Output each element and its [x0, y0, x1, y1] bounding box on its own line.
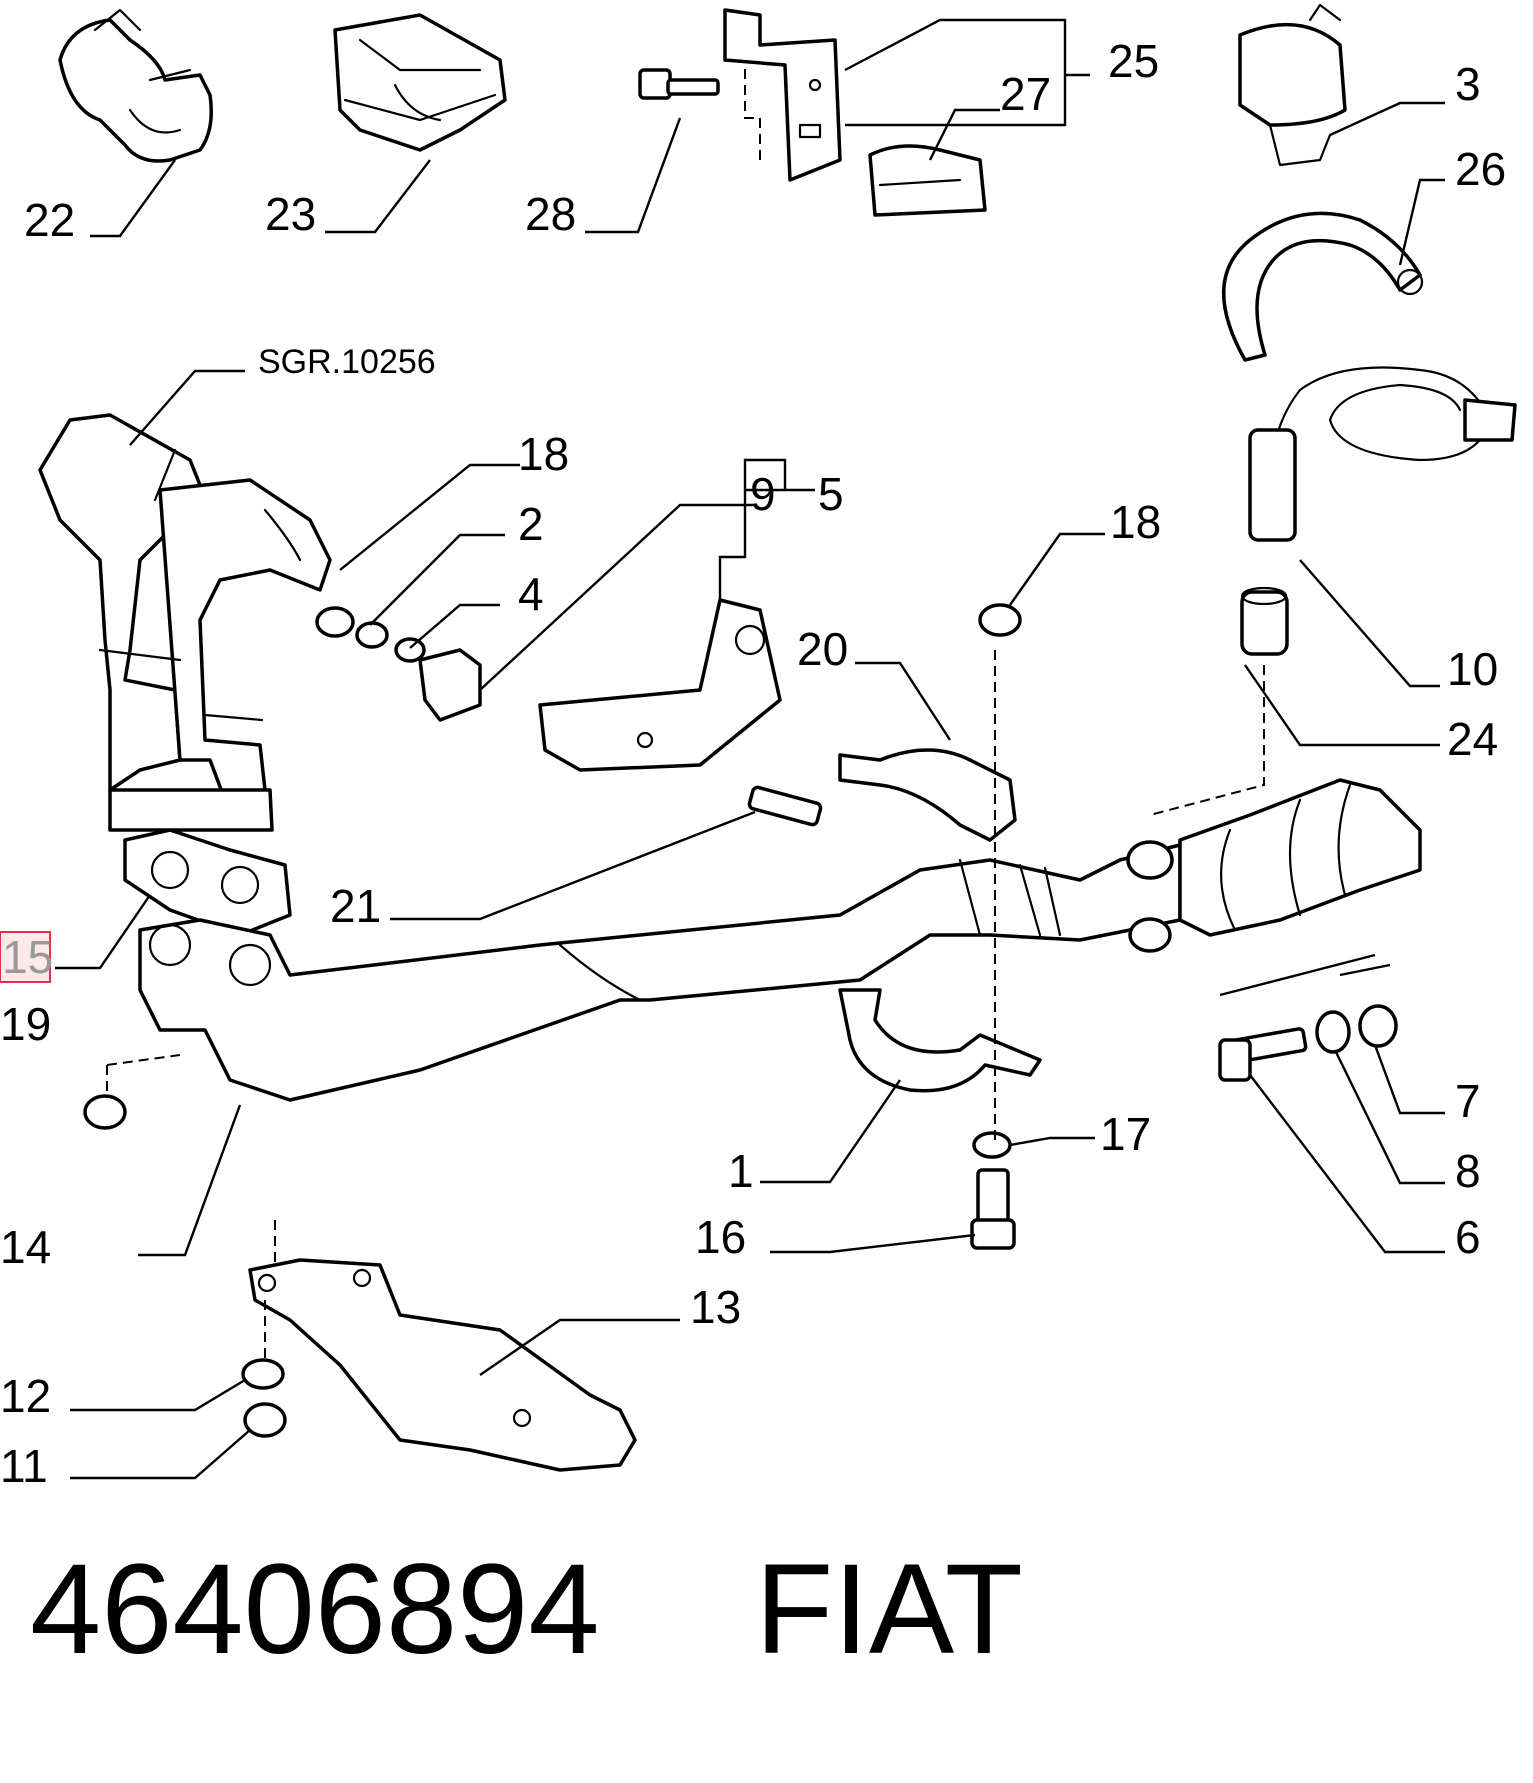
callout-24: 24 [1447, 713, 1498, 765]
part-9-small-bracket [418, 648, 482, 722]
callout-12: 12 [0, 1370, 51, 1422]
callout-23: 23 [265, 188, 316, 240]
callout-3: 3 [1455, 58, 1481, 110]
callout-16: 16 [695, 1211, 746, 1263]
part-5-bracket [538, 598, 782, 772]
part-13-support-bracket [248, 1258, 637, 1472]
part-19-nut [83, 1094, 127, 1130]
part-18-nut-2-4-washers [315, 606, 426, 663]
brand-name: FIAT [755, 1538, 1023, 1681]
callout-19: 19 [0, 998, 51, 1050]
callout-11: 11 [0, 1440, 48, 1492]
callout-22: 22 [24, 194, 75, 246]
part-27-clip [868, 144, 987, 217]
callout-27: 27 [1000, 68, 1051, 120]
part-18-nut-right [978, 603, 1022, 637]
callout-18-right: 18 [1110, 496, 1161, 548]
part-25-bracket-plate [723, 8, 842, 182]
callout-2: 2 [518, 498, 544, 550]
part-sgr10256-manifold [38, 413, 332, 832]
part-10-oxygen-sensor [1248, 366, 1517, 542]
leader-lines [55, 18, 1445, 1480]
callout-18-left: 18 [518, 428, 569, 480]
part-6-bolt [1218, 1027, 1308, 1082]
callout-17: 17 [1100, 1108, 1151, 1160]
part-7-nut [1358, 1004, 1398, 1048]
part-12-washer [241, 1358, 285, 1390]
part-22-clip [58, 8, 213, 163]
part-8-washer [1315, 1010, 1351, 1054]
callout-labels: 22 23 28 25 27 3 26 SGR.10256 18 2 4 9 5… [0, 35, 1506, 1492]
part-3-clamp [1238, 3, 1347, 167]
callout-6: 6 [1455, 1211, 1481, 1263]
callout-10: 10 [1447, 643, 1498, 695]
callout-7: 7 [1455, 1075, 1481, 1127]
part-21-bolt [747, 785, 823, 827]
callout-25: 25 [1108, 35, 1159, 87]
part-23-bracket [333, 13, 507, 152]
callout-20: 20 [797, 623, 848, 675]
catalytic-converter [1126, 778, 1422, 953]
callout-9: 9 [750, 468, 776, 520]
callout-15: 15 [2, 931, 53, 983]
callout-21: 21 [330, 880, 381, 932]
part-26-hose [1222, 211, 1424, 362]
part-11-nut [243, 1402, 287, 1438]
reference-label: SGR.10256 [258, 343, 436, 381]
callout-26: 26 [1455, 143, 1506, 195]
callout-4: 4 [518, 568, 544, 620]
part-1-lower-clamp [838, 988, 1042, 1093]
callout-5: 5 [818, 468, 844, 520]
part-24-sleeve [1240, 586, 1289, 656]
assembly-axes [106, 65, 1265, 1360]
part-number: 46406894 [30, 1538, 600, 1681]
callout-28: 28 [525, 188, 576, 240]
callout-14: 14 [0, 1221, 51, 1273]
callout-1: 1 [728, 1145, 754, 1197]
part-17-washer [972, 1131, 1012, 1159]
callout-15-highlight [0, 931, 51, 983]
part-caption: 46406894 FIAT [30, 1540, 1023, 1680]
part-28-bolt [638, 68, 720, 100]
part-15-gasket [123, 828, 292, 937]
part-14-front-pipe [138, 843, 1182, 1102]
callout-8: 8 [1455, 1145, 1481, 1197]
part-16-bolt [970, 1168, 1016, 1250]
callout-13: 13 [690, 1281, 741, 1333]
part-20-upper-clamp [838, 748, 1017, 842]
